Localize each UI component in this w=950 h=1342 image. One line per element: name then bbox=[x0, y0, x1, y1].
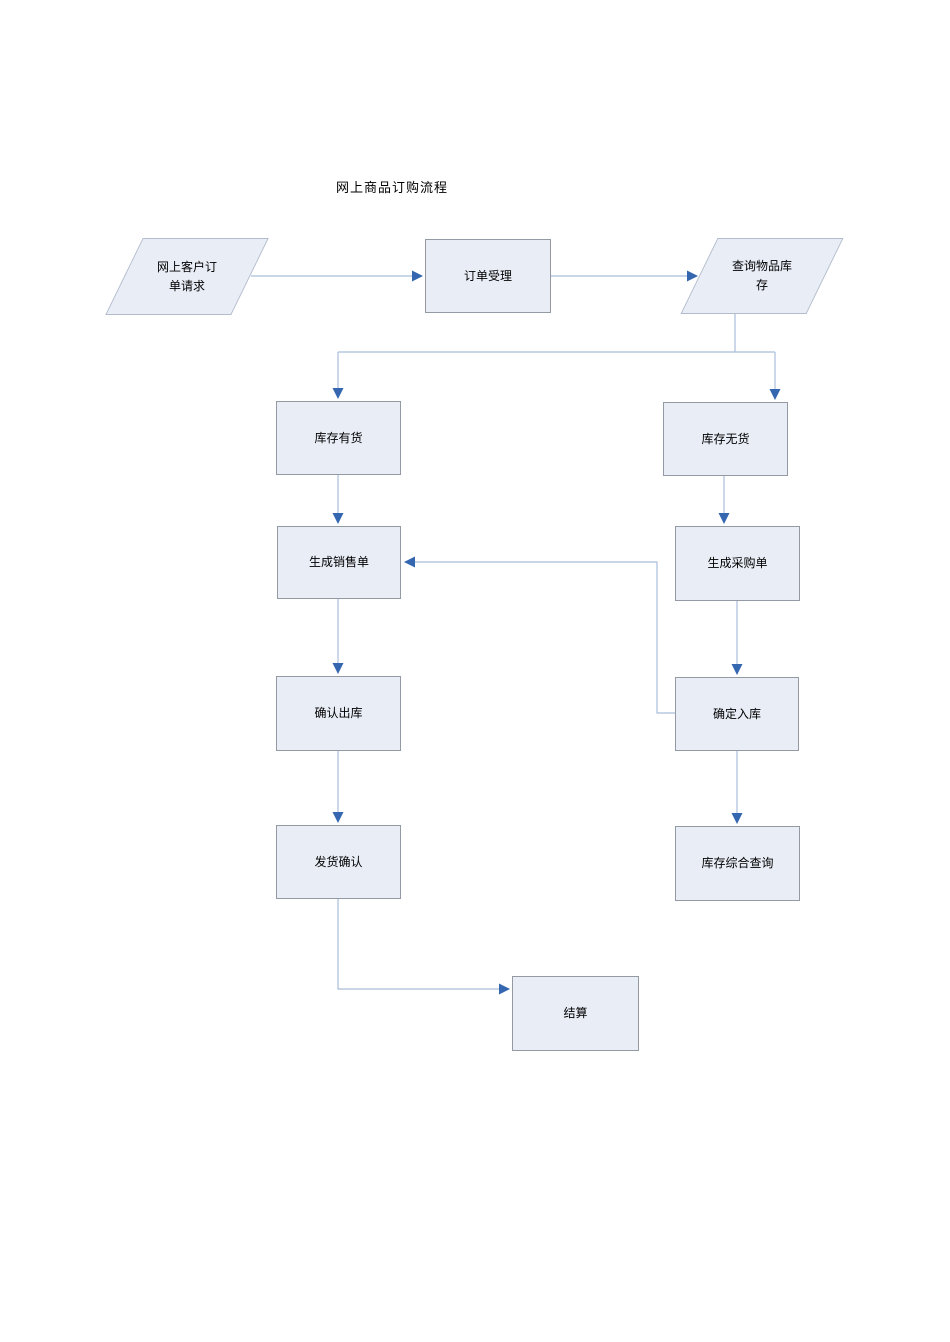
node-create-sales-order: 生成销售单 bbox=[277, 526, 401, 599]
node-label: 发货确认 bbox=[314, 854, 363, 869]
node-query-stock: 查询物品库存 bbox=[680, 238, 844, 314]
node-label: 查询物品库存 bbox=[731, 259, 792, 292]
node-create-purchase-order: 生成采购单 bbox=[675, 526, 800, 601]
node-stock-summary-query: 库存综合查询 bbox=[675, 826, 800, 901]
node-label: 网上客户订单请求 bbox=[156, 259, 217, 293]
node-out-of-stock: 库存无货 bbox=[663, 402, 788, 476]
node-online-order-request: 网上客户订单请求 bbox=[105, 238, 269, 315]
node-label: 库存无货 bbox=[701, 431, 750, 446]
node-label: 订单受理 bbox=[463, 268, 512, 283]
node-label: 确认出库 bbox=[314, 706, 363, 721]
node-order-acceptance: 订单受理 bbox=[425, 239, 551, 313]
node-label: 库存综合查询 bbox=[701, 856, 774, 871]
node-confirm-outbound: 确认出库 bbox=[276, 676, 401, 751]
edge-shipping-to-settlement bbox=[337, 899, 510, 995]
node-label: 生成销售单 bbox=[308, 555, 369, 570]
edge-inbound-to-sales-order-feedback bbox=[404, 556, 675, 714]
node-confirm-inbound: 确定入库 bbox=[675, 677, 799, 751]
node-label: 确定入库 bbox=[712, 706, 761, 721]
node-settlement: 结算 bbox=[512, 976, 639, 1051]
diagram-title: 网上商品订购流程 bbox=[336, 180, 449, 195]
node-in-stock: 库存有货 bbox=[276, 401, 401, 475]
node-label: 生成采购单 bbox=[707, 556, 768, 571]
node-shipping-confirmation: 发货确认 bbox=[276, 825, 401, 899]
node-label: 结算 bbox=[563, 1006, 588, 1021]
node-label: 库存有货 bbox=[314, 430, 363, 445]
